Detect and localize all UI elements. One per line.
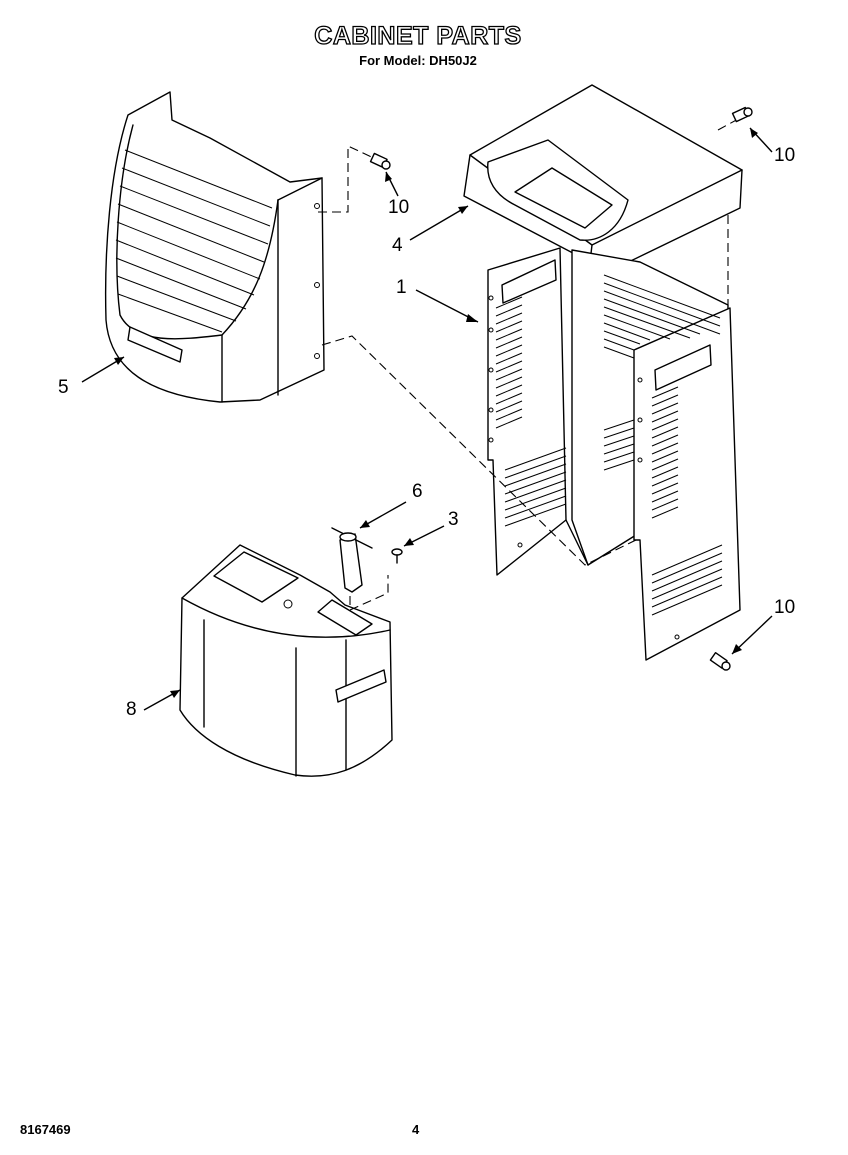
callout-part-6: 6 [412,481,423,502]
top-cover [463,84,743,271]
screw-top-left [369,152,391,170]
page-title: CABINET PARTS [314,21,522,50]
model-subtitle: For Model: DH50J2 [359,53,477,68]
page-number: 4 [412,1122,420,1137]
float-part [331,527,373,593]
callout-part-10-bottom-right: 10 [774,597,796,618]
callout-part-3: 3 [448,509,459,530]
screw-top-right [731,106,753,123]
water-bucket [179,544,393,777]
callout-part-5: 5 [58,377,69,398]
screw-bottom-right [709,652,731,671]
document-number: 8167469 [20,1122,71,1137]
callout-part-4: 4 [392,235,403,256]
callout-part-8: 8 [126,699,137,720]
rear-cabinet-wrap [487,247,741,661]
callout-part-1: 1 [396,277,407,298]
leader-arrows [81,127,773,711]
front-grille-panel [104,91,325,403]
callout-part-10-top-right: 10 [774,145,796,166]
small-screw [391,548,403,564]
callout-part-10-top-left: 10 [388,197,410,218]
